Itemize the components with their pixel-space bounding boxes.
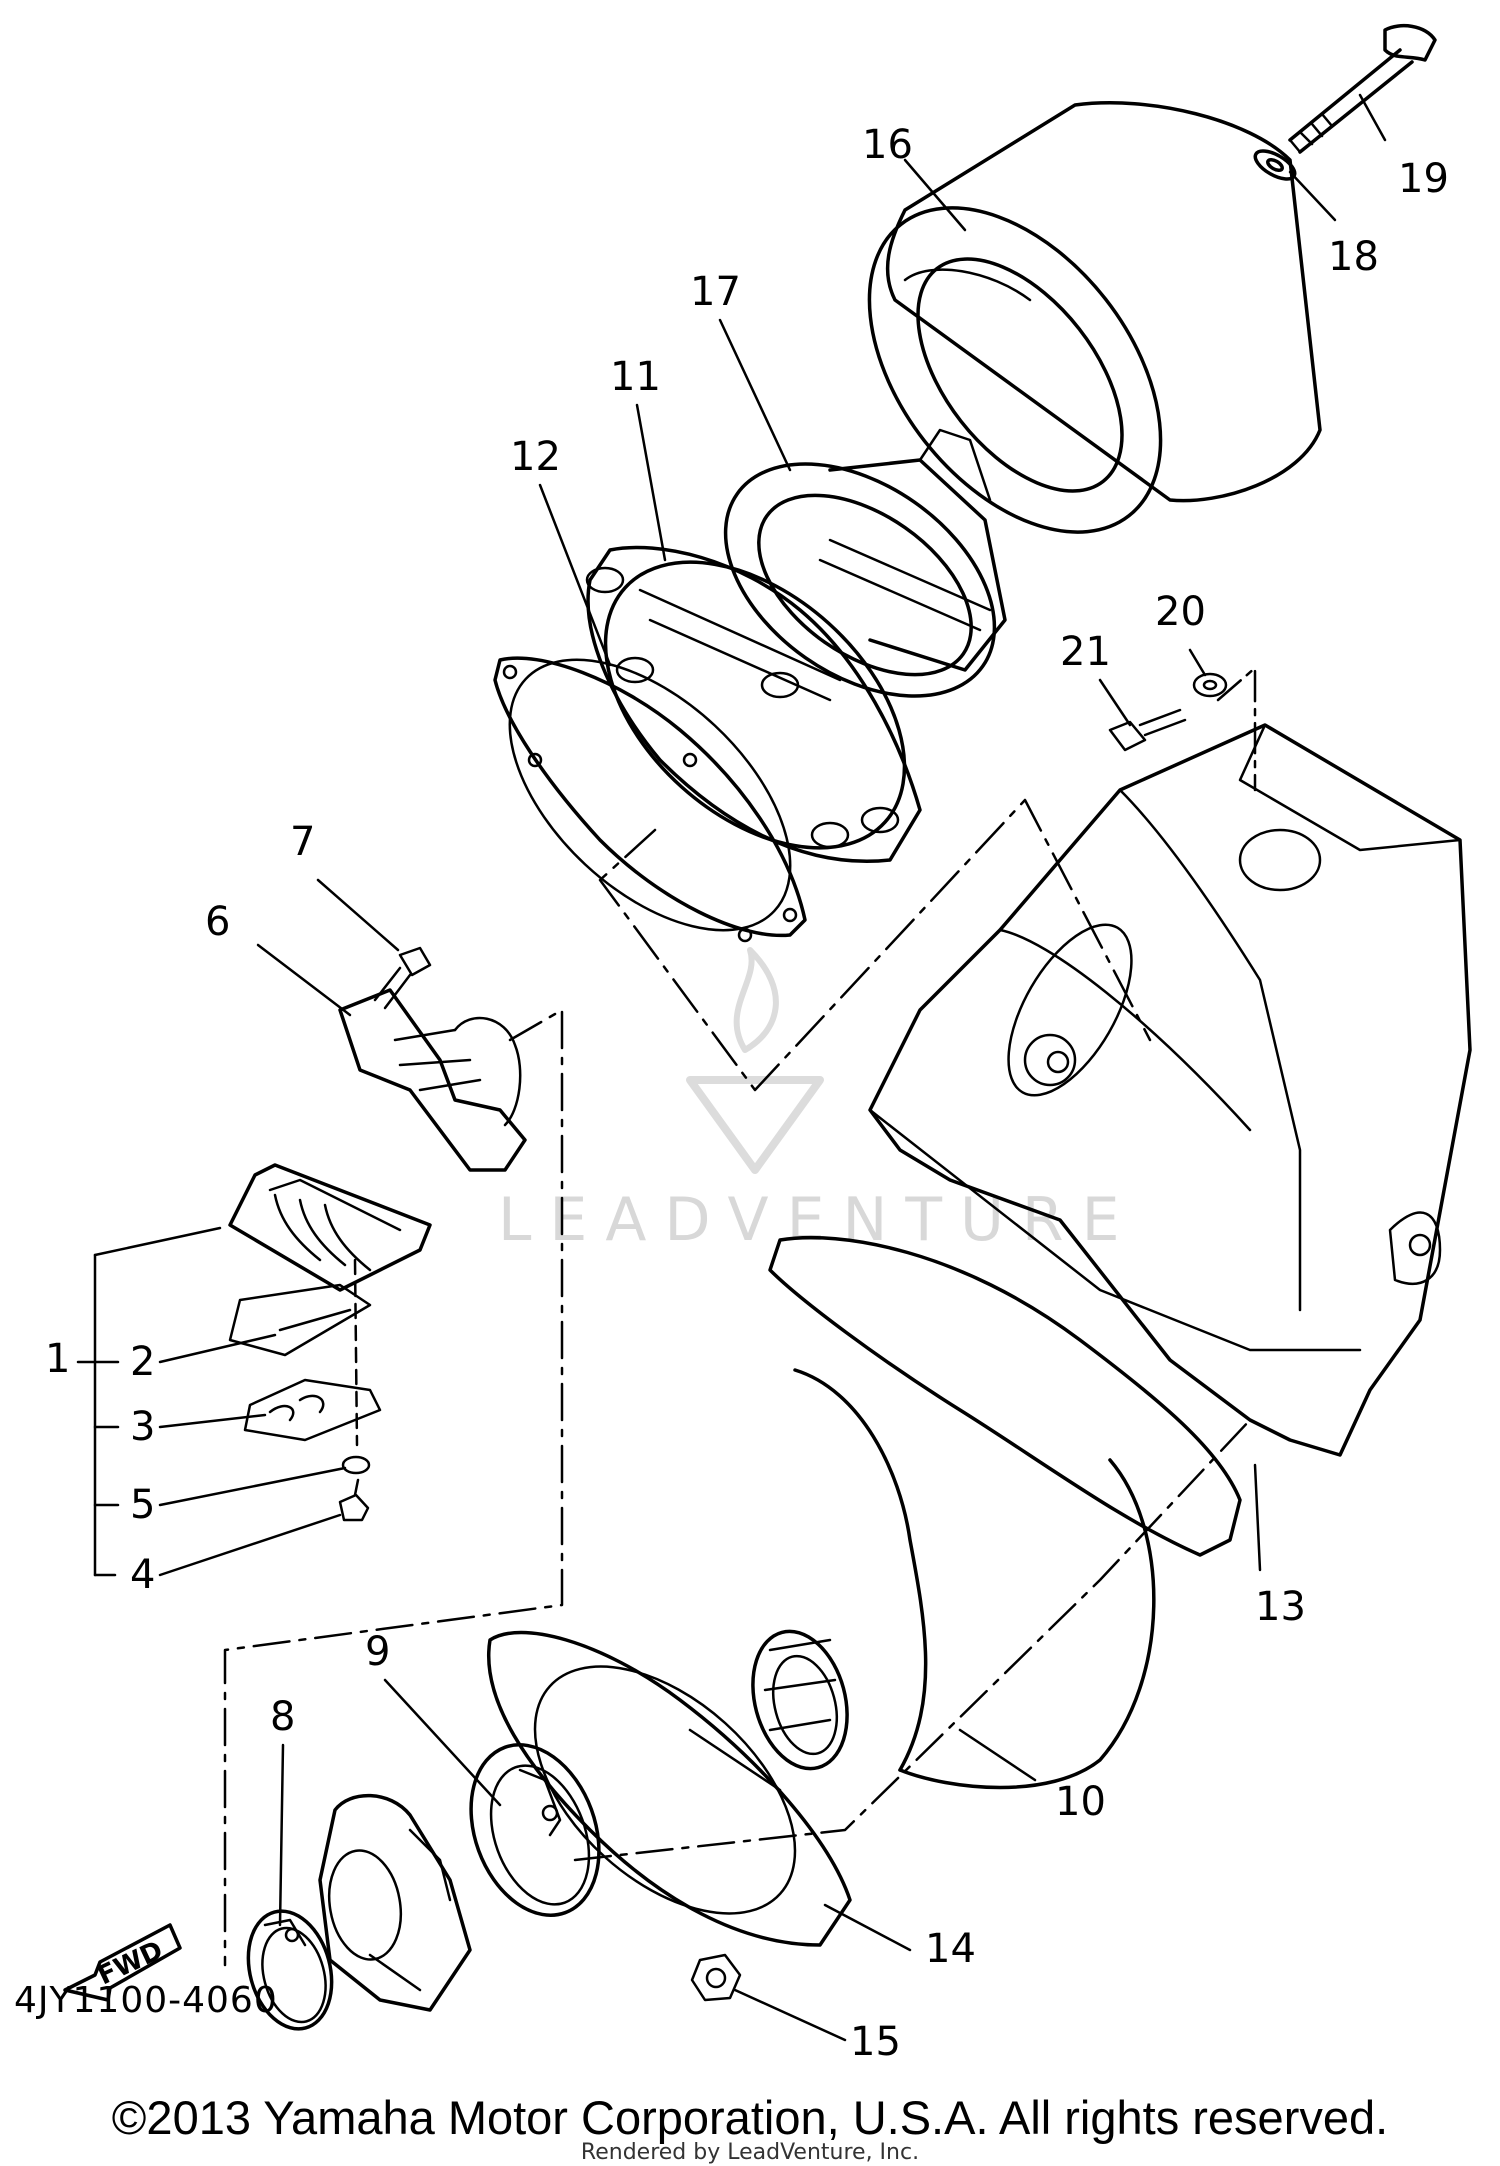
part-2-reed-petal [228, 1283, 372, 1357]
part-1-bracket [76, 1226, 222, 1577]
part-5-washer [341, 1455, 371, 1475]
part-10-intake-duct [751, 1235, 1242, 1790]
watermark-logo: LEADVENTURE [498, 947, 1138, 1255]
part-6-reed-valve-body [338, 988, 527, 1172]
callout-6: 6 [205, 899, 230, 945]
part-3-reed-stopper [243, 1378, 382, 1442]
copyright-notice: ©2013 Yamaha Motor Corporation, U.S.A. A… [111, 2091, 1389, 2144]
callout-11: 11 [610, 354, 661, 400]
assembly-line-gasket [598, 798, 1152, 1092]
watermark-text: LEADVENTURE [498, 1185, 1138, 1255]
callout-5: 5 [130, 1482, 155, 1528]
rendered-by-credit: Rendered by LeadVenture, Inc. [580, 2140, 920, 2165]
part-21-bolt [1108, 708, 1187, 752]
part-13-air-cleaner-case [868, 723, 1472, 1457]
callout-8: 8 [270, 1694, 295, 1740]
callout-12: 12 [510, 434, 561, 480]
part-12-gasket [493, 656, 807, 943]
callout-7: 7 [290, 819, 315, 865]
callout-19: 19 [1398, 156, 1449, 202]
callout-18: 18 [1328, 234, 1379, 280]
callout-10: 10 [1055, 1779, 1106, 1825]
assembly-line-reed-stack [353, 1258, 359, 1447]
assembly-line-reed [223, 1008, 564, 1967]
part-17-filter-guide [723, 428, 1007, 698]
assembly-line-20 [1216, 666, 1257, 792]
assembly-line-14 [573, 1418, 1252, 1862]
callout-4: 4 [130, 1552, 155, 1598]
callout-9: 9 [365, 1629, 390, 1675]
part-9-clamp [469, 1743, 601, 1917]
callout-15: 15 [850, 2019, 901, 2065]
leader-lines [158, 93, 1387, 2042]
carburetor-joint [318, 1793, 472, 2012]
part-19-bolt [1288, 23, 1437, 154]
part-16-air-filter [867, 101, 1322, 534]
part-7-bolt [373, 946, 432, 1010]
callout-3: 3 [130, 1404, 155, 1450]
callout-numbers: 16 19 18 17 11 12 20 21 7 6 1 2 3 5 4 13… [45, 122, 1449, 2065]
part-14-joint-flange [487, 1630, 852, 1947]
part-4-screw [338, 1478, 370, 1522]
callout-16: 16 [862, 122, 913, 168]
part-11-filter-holder [585, 545, 922, 863]
callout-17: 17 [690, 269, 741, 315]
callout-2: 2 [130, 1339, 155, 1385]
callout-14: 14 [925, 1926, 976, 1972]
callout-13: 13 [1255, 1584, 1306, 1630]
diagram-part-code: 4JY1100-4060 [14, 1980, 278, 2021]
part-15-nut [690, 1953, 742, 2002]
callout-21: 21 [1060, 629, 1111, 675]
part-20-washer [1192, 672, 1228, 698]
callout-1: 1 [45, 1336, 70, 1382]
part-8-clamp [246, 1909, 334, 2031]
part-1-reed-valve-assembly [228, 1163, 432, 1292]
part-18-washer [1253, 149, 1297, 181]
callout-20: 20 [1155, 589, 1206, 635]
